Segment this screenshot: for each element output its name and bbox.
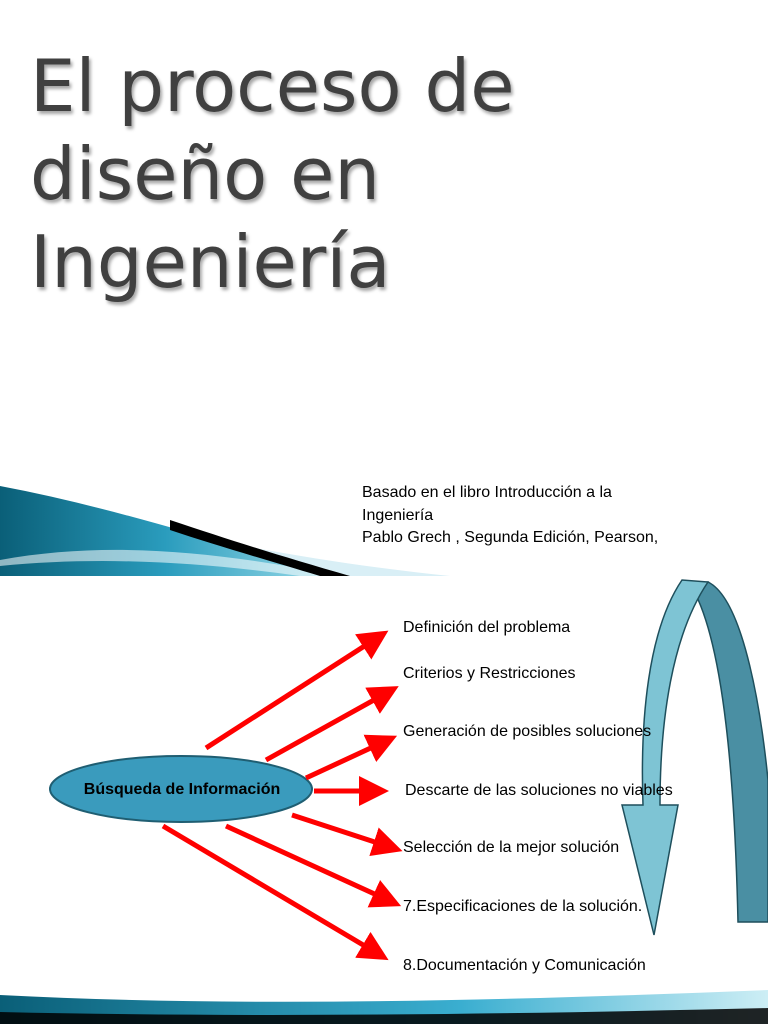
credit-line-3: Pablo Grech , Segunda Edición, Pearson,: [362, 529, 659, 546]
arrow-to-step-6: [224, 823, 402, 908]
top-swoosh-band: [0, 486, 450, 576]
arrow-to-step-3: [304, 734, 398, 781]
title-line-1: El proceso de: [30, 44, 515, 128]
source-credit: Basado en el libro Introducción a la Ing…: [362, 482, 658, 550]
credit-line-1: Basado en el libro Introducción a la: [362, 484, 612, 501]
curved-return-arrow: [621, 579, 768, 936]
step-arrows: [161, 630, 403, 961]
title-line-2: diseño en: [30, 132, 381, 216]
central-node-label: Búsqueda de Información: [83, 781, 281, 798]
central-node-ellipse: [49, 755, 313, 823]
arrow-to-step-1: [204, 630, 389, 751]
title-line-3: Ingeniería: [30, 220, 391, 304]
slide-title: El proceso de diseño en Ingeniería: [30, 42, 515, 306]
arrow-to-step-5: [291, 812, 403, 857]
bottom-band: [0, 990, 768, 1024]
arrow-to-step-7: [161, 823, 389, 961]
arrow-to-step-2: [264, 686, 399, 763]
credit-line-2: Ingeniería: [362, 506, 434, 524]
